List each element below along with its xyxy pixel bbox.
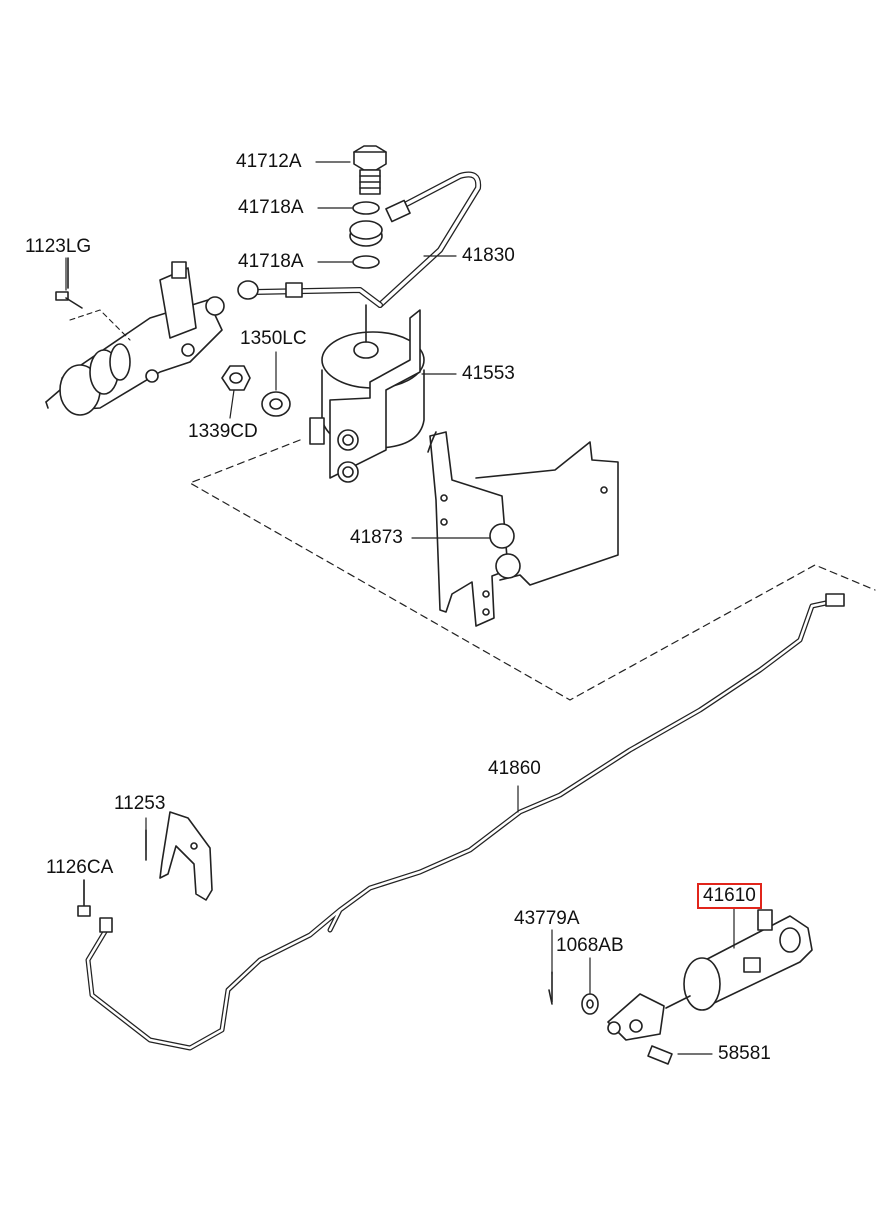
label-41553[interactable]: 41553 (462, 363, 515, 384)
label-41873[interactable]: 41873 (350, 527, 403, 548)
bracket-41873[interactable] (427, 431, 619, 627)
label-58581[interactable]: 58581 (718, 1043, 771, 1064)
label-1350LC[interactable]: 1350LC (240, 328, 307, 349)
label-1068AB[interactable]: 1068AB (556, 935, 624, 956)
label-41860[interactable]: 41860 (488, 758, 541, 779)
label-41830[interactable]: 41830 (462, 245, 515, 266)
clutch-master-cylinder-41610[interactable] (607, 909, 813, 1041)
washer-41718A-upper[interactable] (352, 201, 380, 215)
label-41610-highlighted[interactable]: 41610 (697, 883, 762, 909)
label-1123LG[interactable]: 1123LG (25, 236, 92, 257)
assembly-dashed-outline (189, 439, 876, 701)
clevis-pin-58581[interactable] (647, 1045, 673, 1065)
leader-lines (65, 161, 735, 1055)
banjo-fitting[interactable] (349, 220, 383, 247)
label-1126CA[interactable]: 1126CA (46, 857, 114, 878)
bolt-1123LG[interactable] (55, 257, 83, 309)
label-1339CD[interactable]: 1339CD (188, 421, 258, 442)
label-41712A[interactable]: 41712A (236, 151, 302, 172)
split-pin-43779A[interactable] (548, 971, 553, 1005)
label-41718A-upper[interactable]: 41718A (238, 197, 304, 218)
tube-41860[interactable] (85, 593, 845, 1051)
hose-41830[interactable] (237, 171, 482, 308)
nut-1339CD[interactable] (221, 365, 251, 391)
label-41718A-lower[interactable]: 41718A (238, 251, 304, 272)
washer-1068AB[interactable] (581, 993, 599, 1015)
bolt-41712A[interactable] (353, 145, 387, 195)
bracket-11253[interactable] (145, 811, 213, 901)
clutch-release-cylinder[interactable] (45, 261, 225, 416)
label-11253[interactable]: 11253 (114, 793, 166, 814)
label-43779A[interactable]: 43779A (514, 908, 580, 929)
damper-41553[interactable] (309, 304, 425, 483)
washer-41718A-lower[interactable] (352, 255, 380, 269)
washer-1350LC[interactable] (261, 391, 291, 417)
